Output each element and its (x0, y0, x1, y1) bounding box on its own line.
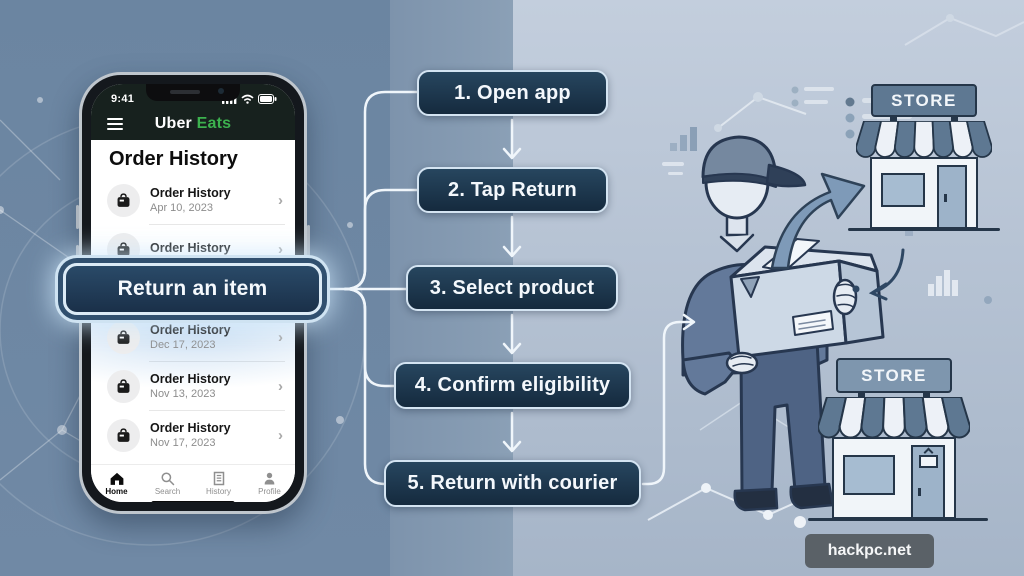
watermark-text: hackpc.net (827, 542, 912, 559)
order-date: Nov 13, 2023 (150, 388, 216, 401)
step-select-product: 3. Select product (406, 265, 618, 311)
chevron-right-icon: › (278, 328, 283, 346)
watermark-badge: hackpc.net (805, 534, 934, 568)
chevron-right-icon: › (278, 240, 283, 258)
app-brand: Uber Eats (91, 115, 295, 133)
order-bag-icon (107, 232, 140, 266)
ground-line (848, 228, 1000, 231)
store-top-sign: STORE (871, 84, 977, 117)
brand-eats: Eats (196, 115, 232, 132)
home-indicator (151, 501, 235, 502)
store-sign-text: STORE (861, 365, 927, 385)
search-icon (161, 472, 175, 486)
menu-icon[interactable] (107, 118, 123, 130)
store-top-body (870, 157, 978, 229)
order-date: Apr 10, 2023 (150, 202, 213, 215)
nav-search[interactable]: Search (142, 465, 193, 502)
order-title: Order History (150, 322, 231, 337)
order-bag-icon (107, 369, 140, 403)
step-confirm-eligibility: 4. Confirm eligibility (394, 362, 631, 409)
return-an-item-button[interactable]: Return an item (63, 263, 322, 315)
phone-mute-switch (76, 205, 79, 229)
home-icon (110, 472, 123, 485)
phone-notch (146, 84, 240, 101)
bottom-nav: Home Search History Profile (91, 464, 295, 502)
step-label: 1. Open app (454, 81, 571, 104)
brand-uber: Uber (154, 115, 192, 132)
status-time: 9:41 (111, 93, 135, 105)
page-title: Order History (109, 148, 238, 170)
order-title: Order History (150, 240, 231, 255)
order-bag-icon (107, 183, 140, 217)
divider (149, 224, 285, 225)
order-date: Nov 17, 2023 (150, 437, 216, 450)
store-awning (856, 121, 992, 158)
phone-power-button (307, 225, 310, 271)
store-window (843, 455, 895, 495)
order-title: Order History (150, 371, 231, 386)
chevron-right-icon: › (278, 377, 283, 395)
history-icon (213, 471, 224, 486)
return-an-item-label: Return an item (117, 277, 268, 300)
store-door (937, 165, 967, 229)
order-date: Dec 17, 2023 (150, 339, 216, 352)
store-door (911, 445, 945, 519)
step-label: 2. Tap Return (448, 178, 577, 201)
wifi-icon (241, 94, 254, 104)
order-bag-icon (107, 418, 140, 452)
order-bag-icon (107, 320, 140, 354)
swoosh-arrow-to-store (770, 172, 866, 270)
store-top: STORE (848, 84, 1000, 231)
store-bottom-body (832, 437, 956, 519)
ground-line (808, 518, 988, 521)
store-awning (818, 397, 970, 439)
nav-profile[interactable]: Profile (244, 465, 295, 502)
app-header: 9:41 Uber Eats (91, 84, 295, 140)
step-open-app: 1. Open app (417, 70, 608, 116)
step-label: 4. Confirm eligibility (414, 374, 611, 396)
battery-icon (258, 94, 277, 104)
step-tap-return: 2. Tap Return (417, 167, 608, 213)
store-sign-text: STORE (891, 90, 957, 110)
order-title: Order History (150, 420, 231, 435)
nav-history[interactable]: History (193, 465, 244, 502)
store-window (881, 173, 925, 207)
profile-icon (264, 472, 275, 485)
step-return-with-courier: 5. Return with courier (384, 460, 641, 507)
store-bottom: STORE (808, 358, 988, 521)
chevron-right-icon: › (278, 426, 283, 444)
store-bottom-sign: STORE (836, 358, 952, 393)
step-label: 5. Return with courier (407, 472, 618, 494)
chevron-right-icon: › (278, 191, 283, 209)
order-row[interactable]: Order History › (91, 225, 295, 273)
nav-home[interactable]: Home (91, 465, 142, 502)
divider (149, 361, 285, 362)
curved-return-arrow (868, 248, 905, 301)
order-title: Order History (150, 185, 231, 200)
step-label: 3. Select product (429, 276, 595, 299)
courier-person-illustration (681, 135, 885, 512)
divider (149, 410, 285, 411)
